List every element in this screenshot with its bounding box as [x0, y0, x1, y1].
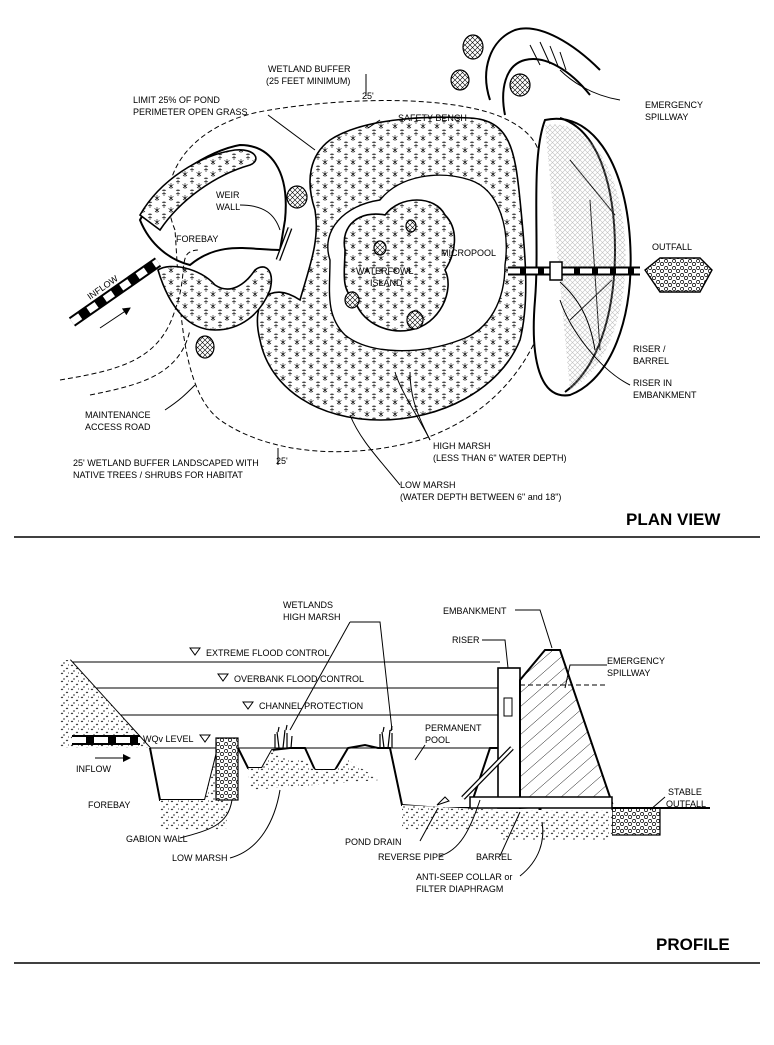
buffer-dimension-label: 25': [276, 456, 288, 466]
riser-barrel-label: BARREL: [633, 356, 669, 366]
stable-outfall-label: OUTFALL: [666, 799, 706, 809]
wetlands-label: WETLANDS: [283, 600, 333, 610]
stable-outfall-label: STABLE: [668, 787, 702, 797]
profile-barrel: [469, 796, 613, 809]
profile-inflow-pipe: [72, 735, 140, 762]
island-label: ISLAND: [370, 278, 403, 288]
riser-embankment-label: EMBANKMENT: [633, 390, 697, 400]
riser-embankment-label: RISER IN: [633, 378, 672, 388]
maintenance-road-label: MAINTENANCE: [85, 410, 151, 420]
forebay-label: FOREBAY: [176, 234, 218, 244]
pond-drain-label: POND DRAIN: [345, 837, 402, 847]
riser-structure: [549, 261, 563, 281]
wetland-buffer-label: WETLAND BUFFER: [268, 64, 351, 74]
low-marsh-label: LOW MARSH: [172, 853, 228, 863]
wqv-level-label: WQv LEVEL: [143, 734, 194, 744]
pond-drain: [436, 796, 450, 806]
tree-icon: [286, 185, 308, 209]
plan-view-title: PLAN VIEW: [626, 510, 721, 529]
reverse-pipe-label: REVERSE PIPE: [378, 852, 444, 862]
emergency-spillway-label: EMERGENCY: [645, 100, 703, 110]
emergency-spillway-label: SPILLWAY: [645, 112, 688, 122]
low-marsh-label: (WATER DEPTH BETWEEN 6" and 18"): [400, 492, 561, 502]
riser-barrel-label: RISER /: [633, 344, 666, 354]
permanent-pool-label: POOL: [425, 735, 450, 745]
tree-icon: [406, 310, 424, 330]
emergency-spillway-label: EMERGENCY: [607, 656, 665, 666]
tree-icon: [373, 240, 387, 256]
maintenance-road: [59, 249, 201, 381]
forebay-marsh: [157, 265, 273, 331]
leader-lines: [164, 69, 631, 486]
outfall-riprap: [644, 257, 713, 293]
buffer-dimension-label: 25': [362, 91, 374, 101]
island-label: WATERFOWL: [356, 266, 414, 276]
profile-view: WETLANDS HIGH MARSH EMBANKMENT RISER EME…: [14, 600, 760, 964]
tree-icon: [509, 73, 531, 97]
low-marsh-label: LOW MARSH: [400, 480, 456, 490]
marsh-plants: [274, 724, 393, 749]
limit-grass-label: PERIMETER OPEN GRASS: [133, 107, 248, 117]
buffer-landscaped-label: NATIVE TREES / SHRUBS FOR HABITAT: [73, 470, 243, 480]
profile-leader-lines: [179, 609, 666, 877]
inflow-label: INFLOW: [76, 764, 112, 774]
profile-embankment: [519, 649, 614, 810]
profile-stable-outfall: [611, 807, 661, 836]
gabion-wall-label: GABION WALL: [126, 834, 188, 844]
gabion-wall: [215, 737, 239, 801]
forebay-label: FOREBAY: [88, 800, 130, 810]
weir-wall-label: WEIR: [216, 190, 240, 200]
tree-icon: [344, 291, 360, 309]
safety-bench-label: SAFETY BENCH: [398, 113, 467, 123]
overbank-flood-label: OVERBANK FLOOD CONTROL: [234, 674, 364, 684]
buffer-landscaped-label: 25' WETLAND BUFFER LANDSCAPED WITH: [73, 458, 259, 468]
anti-seep-label: ANTI-SEEP COLLAR or: [416, 872, 512, 882]
emergency-spillway-label: SPILLWAY: [607, 668, 650, 678]
outfall-label: OUTFALL: [652, 242, 692, 252]
wetland-buffer-boundary: [168, 100, 541, 453]
water-level-markers: [189, 647, 254, 743]
barrel-label: BARREL: [476, 852, 512, 862]
inflow-pipe: [68, 257, 162, 329]
anti-seep-label: FILTER DIAPHRAGM: [416, 884, 503, 894]
wetland-buffer-label: (25 FEET MINIMUM): [266, 76, 350, 86]
micropool-label: MICROPOOL: [441, 248, 496, 258]
high-marsh-label: HIGH MARSH: [433, 441, 491, 451]
tree-icon: [462, 34, 484, 60]
maintenance-road-label: ACCESS ROAD: [85, 422, 151, 432]
riser: [497, 667, 521, 809]
extreme-flood-label: EXTREME FLOOD CONTROL: [206, 648, 330, 658]
plan-view: WETLAND BUFFER (25 FEET MINIMUM) 25' LIM…: [14, 27, 760, 538]
wetlands-label: HIGH MARSH: [283, 612, 341, 622]
limit-grass-label: LIMIT 25% OF POND: [133, 95, 220, 105]
embankment-fill: [545, 124, 626, 390]
channel-protection-label: CHANNEL PROTECTION: [259, 701, 363, 711]
weir-wall-label: WALL: [216, 202, 240, 212]
forebay-marsh: [138, 149, 257, 232]
riser-label: RISER: [452, 635, 480, 645]
barrel-pipe: [508, 261, 640, 281]
spillway-channel: [485, 27, 601, 116]
high-marsh-label: (LESS THAN 6" WATER DEPTH): [433, 453, 567, 463]
profile-title: PROFILE: [656, 935, 730, 954]
tree-icon: [405, 219, 417, 233]
embankment-label: EMBANKMENT: [443, 606, 507, 616]
permanent-pool-label: PERMANENT: [425, 723, 482, 733]
tree-icon: [450, 69, 470, 91]
tree-icon: [195, 335, 215, 359]
